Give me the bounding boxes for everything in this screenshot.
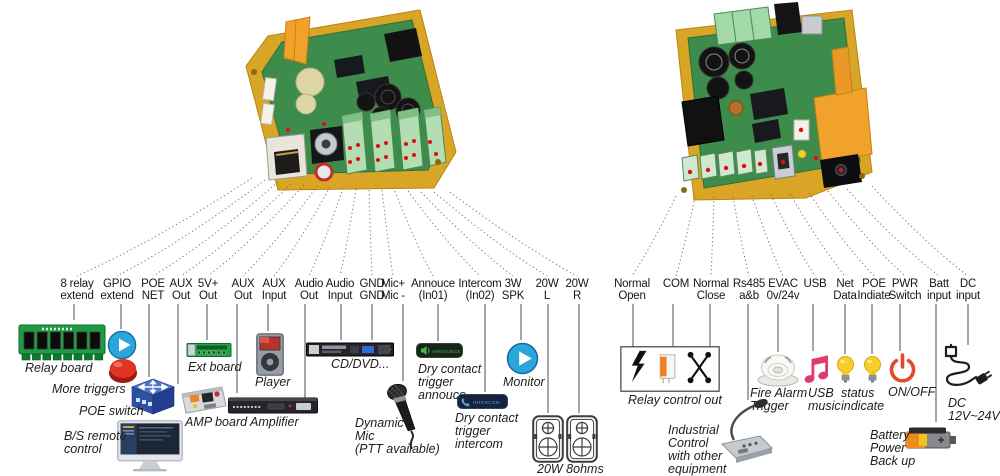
play-button-icon: [107, 330, 137, 360]
fan-line-8relay-extend: [76, 177, 253, 277]
bulb-icon: [835, 355, 856, 384]
announce-pill-icon: ANNOUNCE: [416, 343, 463, 358]
fan-line-annouce-in01: [394, 190, 434, 277]
device-label-relay-board: Relay board: [25, 361, 93, 375]
port-label-mic: Mic+Mic -: [381, 278, 405, 302]
power-icon: [887, 353, 918, 384]
port-label-usb: USB: [803, 278, 827, 290]
fan-line-20w-l: [433, 191, 548, 277]
fan-line-dc-input: [871, 185, 969, 277]
red-button-icon: [107, 356, 139, 384]
fan-line-com: [675, 196, 696, 277]
fan-line-aux-input: [273, 186, 331, 277]
device-label-monitor: Monitor: [503, 375, 545, 389]
fan-line-20w-r: [449, 191, 578, 277]
amplifier-icon: [228, 395, 318, 415]
port-label-annouce-in01: Annouce(In01): [411, 278, 455, 302]
device-label-more-triggers: More triggers: [52, 382, 126, 396]
device-label-amplifier: Amplifier: [250, 415, 299, 429]
amp-board-icon: [180, 385, 228, 415]
fan-line-aux-out-2: [242, 185, 318, 277]
fan-line-audio-input: [339, 188, 357, 277]
device-label-on-off: ON/OFF: [888, 385, 936, 399]
left-board-photo: [238, 2, 462, 198]
fan-line-net-data: [789, 193, 846, 277]
fan-line-rs485-ab: [732, 196, 750, 277]
port-label-5v-out: 5V+Out: [197, 278, 219, 302]
music-note-icon: [803, 352, 830, 386]
device-label-cd-dvd: CD/DVD...: [331, 357, 390, 371]
imac-icon: [117, 420, 183, 472]
fan-line-intercom-in02: [407, 190, 481, 277]
fan-line-poe-indiate: [808, 192, 875, 277]
battery-icon: [905, 425, 957, 450]
fan-line-evac: [751, 195, 784, 277]
device-label-amp-board: AMP board: [185, 415, 248, 429]
dynamic-mic-icon: [380, 383, 434, 451]
dc-cord-icon: [941, 343, 995, 394]
ext-board-icon: [186, 341, 232, 359]
fan-line-3w-spk: [420, 191, 514, 277]
fan-line-normal-close: [710, 196, 715, 277]
device-label-player: Player: [255, 375, 291, 389]
relay-control-box-icon: [620, 346, 720, 392]
bulb-icon: [862, 355, 883, 384]
fan-line-usb: [770, 194, 816, 277]
speaker-pair-icon: [532, 415, 598, 463]
port-label-com: COM: [662, 278, 690, 290]
svg-text:ANNOUNCE: ANNOUNCE: [432, 349, 461, 354]
fan-line-normal-open: [631, 195, 677, 277]
cd-dvd-icon: [306, 342, 394, 357]
svg-text:INTERCOM: INTERCOM: [473, 400, 500, 405]
device-label-relay-control-out: Relay control out: [628, 393, 722, 407]
fan-line-gnd-gnd: [368, 189, 373, 277]
device-label-ext-board: Ext board: [188, 360, 242, 374]
right-board-photo: [656, 2, 882, 204]
device-label-poe-switch: POE switch: [79, 404, 144, 418]
fan-line-5v-out: [207, 184, 305, 277]
intercom-pill-icon: INTERCOM: [457, 394, 508, 409]
poe-switch-icon: [130, 378, 176, 416]
fan-line-mic: [381, 189, 394, 277]
industrial-mic-icon: [714, 396, 776, 464]
fan-line-audio-out: [308, 187, 344, 277]
fire-alarm-icon: [757, 353, 799, 387]
monitor-play-icon: [506, 342, 539, 375]
port-label-intercom-in02: Intercom(In02): [458, 278, 502, 302]
relay-board-icon: [18, 321, 106, 361]
device-label-speakers-20w-8ohms: 20W 8ohms: [537, 462, 604, 476]
player-icon: [256, 333, 284, 376]
